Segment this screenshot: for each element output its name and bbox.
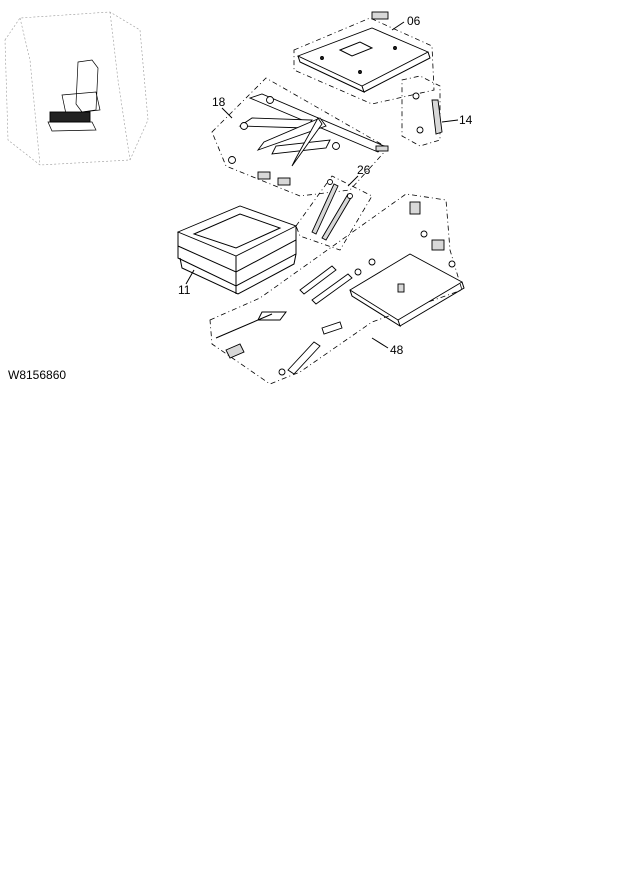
callout-48: 48	[390, 343, 404, 357]
leader-26	[347, 175, 359, 187]
seat-thumbnail-icon	[47, 59, 101, 132]
part-48-base-assembly	[209, 193, 465, 385]
part-26-gas-struts	[295, 175, 373, 251]
part-06-top-plate	[293, 11, 435, 105]
leader-11	[185, 269, 195, 285]
leader-14	[441, 119, 459, 123]
leader-06	[391, 21, 405, 31]
part-18-scissor-assembly	[211, 77, 389, 197]
locator-thumbnail	[4, 11, 149, 166]
callout-11: 11	[178, 283, 191, 297]
part-14-strap	[401, 75, 443, 147]
callout-18: 18	[212, 95, 226, 109]
part-11-cushion-base	[176, 205, 298, 295]
callout-06: 06	[407, 14, 421, 28]
callout-26: 26	[357, 163, 371, 177]
leader-18	[221, 107, 233, 119]
leader-48	[371, 337, 389, 349]
callout-14: 14	[459, 113, 473, 127]
drawing-id-label: W8156860	[8, 368, 67, 382]
